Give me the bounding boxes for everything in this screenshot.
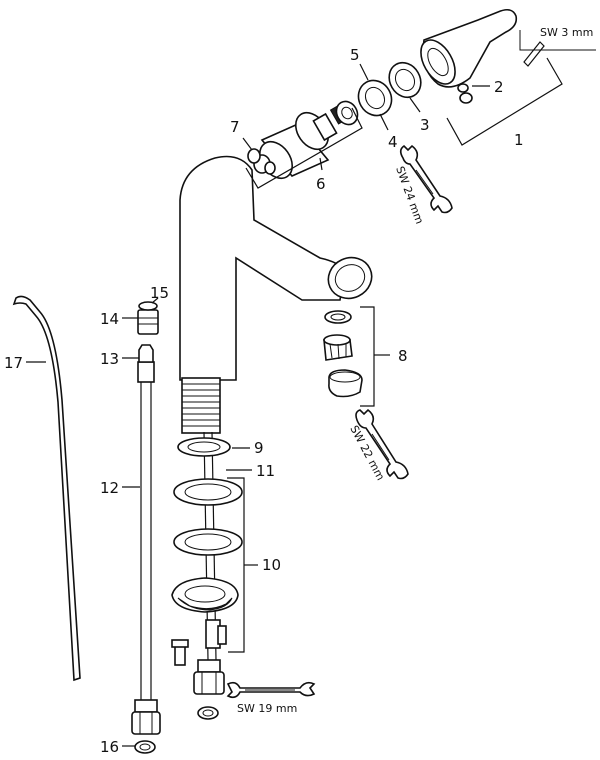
label-12: 12 [100, 479, 119, 497]
part-16-seal [134, 740, 156, 754]
wrench-sw22 [355, 408, 409, 480]
part-13-nipple [138, 344, 154, 363]
part-9-washer [177, 437, 231, 457]
threaded-shank [181, 377, 221, 434]
label-4: 4 [388, 133, 398, 151]
part-10-ring [173, 528, 243, 556]
mounting-screw-left [171, 639, 189, 666]
label-15: 15 [150, 284, 169, 302]
faucet-body [179, 155, 373, 381]
label-8: 8 [398, 347, 408, 365]
label-13: 13 [100, 350, 119, 368]
part-8-aerator [323, 310, 363, 398]
leader-lines [26, 57, 563, 747]
bottom-nut [193, 659, 225, 720]
mounting-screw-right [217, 625, 227, 645]
label-17: 17 [4, 354, 23, 372]
part-10-bracket [171, 577, 239, 613]
label-7: 7 [230, 118, 240, 136]
label-2: 2 [494, 78, 504, 96]
label-5: 5 [350, 46, 360, 64]
label-10: 10 [262, 556, 281, 574]
label-14: 14 [100, 310, 119, 328]
part-17-rod [12, 295, 81, 682]
label-3: 3 [420, 116, 430, 134]
label-1: 1 [514, 131, 524, 149]
label-9: 9 [254, 439, 264, 457]
part-15-oring [138, 301, 158, 311]
tool-label-sw19: SW 19 mm [237, 702, 297, 715]
label-16: 16 [100, 738, 119, 756]
part-2-setscrew [457, 83, 473, 104]
part-14-adapter [137, 309, 159, 335]
wrench-sw24 [399, 144, 453, 214]
part-11-ring [173, 478, 243, 506]
part-1-handle [420, 8, 518, 88]
part-3-ring [388, 61, 422, 99]
tool-label-sw22: SW 22 mm [347, 423, 387, 482]
hex-key-sw3 [519, 30, 596, 67]
label-6: 6 [316, 175, 326, 193]
part-7-seals [247, 148, 276, 175]
part-5-nut [335, 79, 393, 126]
tool-label-sw3: SW 3 mm [540, 26, 593, 39]
part-12-hose [131, 361, 161, 735]
label-11: 11 [256, 462, 275, 480]
wrench-sw19 [226, 681, 316, 699]
